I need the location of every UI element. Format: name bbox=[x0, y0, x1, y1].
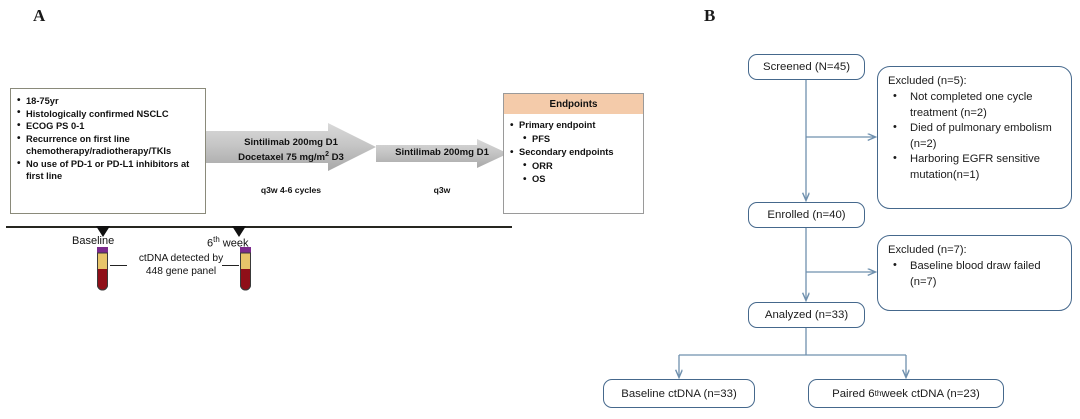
treatment-arrow-maintenance: Sintilimab 200mg D1 q3w bbox=[376, 139, 508, 195]
flow-node-baseline-ctdna: Baseline ctDNA (n=33) bbox=[603, 379, 755, 408]
timepoint-marker-week6-icon bbox=[232, 226, 246, 237]
panel-a-study-design: 18-75yr Histologically confirmed NSCLC E… bbox=[0, 0, 680, 419]
endpoints-box: Endpoints Primary endpoint PFS Secondary… bbox=[503, 93, 644, 214]
endpoint-item: Secondary endpoints bbox=[510, 146, 639, 160]
endpoint-item: OS bbox=[510, 173, 639, 187]
ctdna-connector-right bbox=[222, 265, 239, 266]
arrow-shape-icon bbox=[206, 123, 376, 171]
excluded-reason-item: Died of pulmonary embolism (n=2) bbox=[888, 120, 1063, 152]
panel-label-b: B bbox=[704, 6, 716, 25]
flow-connectors bbox=[560, 80, 1080, 419]
endpoint-item: Primary endpoint bbox=[510, 119, 639, 133]
excluded-reason-list: Baseline blood draw failed (n=7) bbox=[888, 258, 1063, 290]
arrow-maintenance-schedule: q3w bbox=[433, 185, 451, 195]
panel-label-a: A bbox=[33, 6, 46, 25]
excluded-reason-list: Not completed one cycle treatment (n=2) … bbox=[888, 89, 1063, 184]
timeline-axis bbox=[6, 226, 512, 228]
endpoints-header: Endpoints bbox=[504, 94, 643, 114]
treatment-arrow-induction: Sintilimab 200mg D1 Docetaxel 75 mg/m2 D… bbox=[206, 123, 376, 195]
excluded-reason-item: Harboring EGFR sensitive mutation(n=1) bbox=[888, 151, 1063, 183]
criteria-item: Recurrence on first line chemotherapy/ra… bbox=[16, 133, 200, 157]
criteria-item: ECOG PS 0-1 bbox=[16, 120, 200, 132]
endpoint-item: ORR bbox=[510, 159, 639, 174]
arrow-induction-schedule: q3w 4-6 cycles bbox=[260, 185, 322, 195]
excluded-box-screening: Excluded (n=5): Not completed one cycle … bbox=[877, 66, 1072, 209]
endpoint-item: PFS bbox=[510, 132, 639, 147]
arrow-maintenance-text: Sintilimab 200mg D1 bbox=[395, 147, 489, 158]
ctdna-assay-label: ctDNA detected by 448 gene panel bbox=[138, 253, 224, 277]
blood-collection-tube-icon bbox=[240, 247, 251, 291]
excluded-title: Excluded (n=5): bbox=[888, 75, 967, 87]
criteria-item: No use of PD-1 or PD-L1 inhibitors at fi… bbox=[16, 158, 200, 182]
criteria-item: 18-75yr bbox=[16, 94, 200, 107]
excluded-title: Excluded (n=7): bbox=[888, 244, 967, 256]
flow-node-enrolled: Enrolled (n=40) bbox=[748, 202, 865, 228]
inclusion-criteria-list: 18-75yr Histologically confirmed NSCLC E… bbox=[16, 94, 200, 182]
flow-node-screened: Screened (N=45) bbox=[748, 54, 865, 80]
excluded-box-enrollment: Excluded (n=7): Baseline blood draw fail… bbox=[877, 235, 1072, 311]
excluded-reason-item: Not completed one cycle treatment (n=2) bbox=[888, 89, 1063, 121]
excluded-reason-item: Baseline blood draw failed (n=7) bbox=[888, 258, 1063, 290]
inclusion-criteria-box: 18-75yr Histologically confirmed NSCLC E… bbox=[10, 88, 206, 214]
timepoint-label-week6: 6th week bbox=[207, 235, 249, 250]
endpoints-list: Primary endpoint PFS Secondary endpoints… bbox=[504, 114, 643, 187]
blood-collection-tube-icon bbox=[97, 247, 108, 291]
ctdna-connector-left bbox=[110, 265, 127, 266]
timepoint-label-baseline: Baseline bbox=[72, 235, 115, 247]
arrow-induction-text: Sintilimab 200mg D1 Docetaxel 75 mg/m2 D… bbox=[238, 137, 344, 164]
flow-node-analyzed: Analyzed (n=33) bbox=[748, 302, 865, 328]
timepoint-marker-baseline-icon bbox=[96, 226, 110, 237]
panel-b-patient-flow: Screened (N=45) Enrolled (n=40) Analyzed… bbox=[560, 0, 1080, 419]
arrow-shape-icon bbox=[376, 139, 508, 168]
criteria-item: Histologically confirmed NSCLC bbox=[16, 107, 200, 120]
